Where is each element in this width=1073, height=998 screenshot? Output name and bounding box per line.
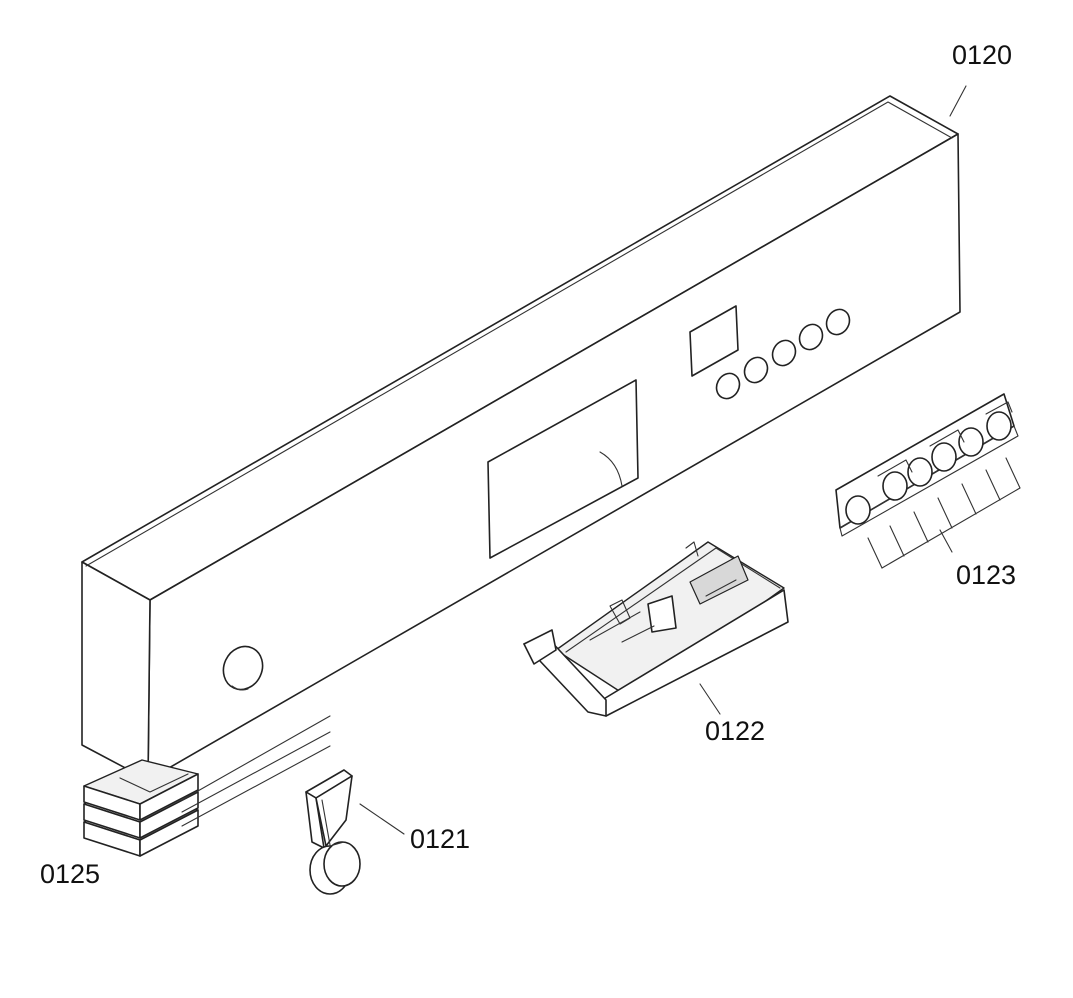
knob-with-stem [305,769,361,895]
label-0123: 0123 [956,560,1016,590]
label-0121: 0121 [410,824,470,854]
label-0125: 0125 [40,859,100,889]
label-0122: 0122 [705,716,765,746]
button-holes [715,308,851,400]
display-window [487,379,639,559]
dispenser-tray [523,541,789,717]
control-panel-fascia [81,95,961,781]
label-0120: 0120 [952,40,1012,70]
indicator-window [689,305,739,377]
knob-hole [222,645,264,691]
plate-stack [83,715,331,857]
push-button-strip [835,393,1021,569]
